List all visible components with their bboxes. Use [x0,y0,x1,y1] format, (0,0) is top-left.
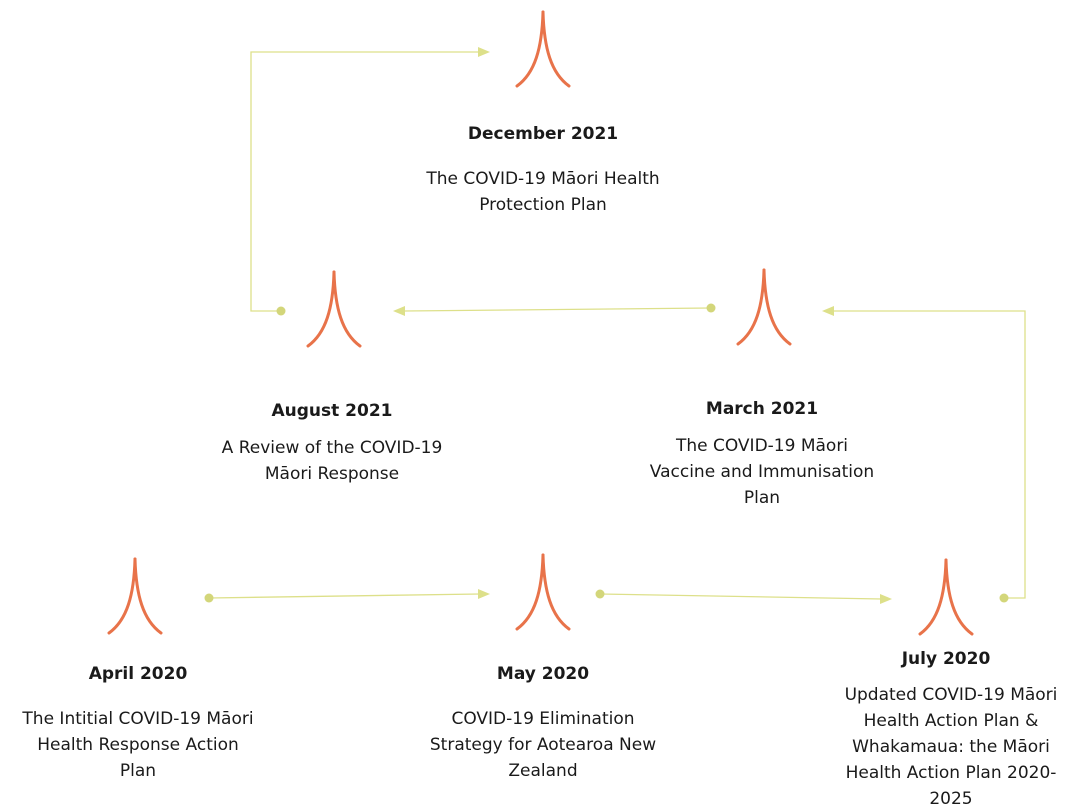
description-line: Strategy for Aotearoa New [429,735,657,755]
connector-arrowhead [478,589,490,599]
connector-start-dot [595,589,605,599]
connector-start-dot [706,303,716,313]
node-description-may-2020: COVID-19 Elimination Strategy for Aotear… [393,706,693,784]
description-line: Plan [743,488,781,508]
description-line: Vaccine and Immunisation [649,462,875,482]
koru-peak-icon [515,10,571,88]
node-date-march-2021: March 2021 [705,399,819,419]
description-line: Health Response Action [37,735,239,755]
description-line: Māori Response [264,464,400,484]
node-description-april-2020: The Intitial COVID-19 Māori Health Respo… [0,706,288,784]
connector-apr-to-may [204,589,490,603]
connector-may-to-jul [595,589,892,604]
description-line: The COVID-19 Māori [675,436,849,456]
description-line: The Intitial COVID-19 Māori [22,709,254,729]
koru-peak-icon [515,553,571,631]
koru-peak-icon [736,268,792,346]
node-description-march-2021: The COVID-19 Māori Vaccine and Immunisat… [612,433,912,511]
node-date-april-2020: April 2020 [88,664,188,684]
connector-arrowhead [393,306,405,316]
connector-arrowhead [822,306,834,316]
connector-start-dot [276,306,286,316]
description-line: 2025 [929,789,973,809]
description-line: A Review of the COVID-19 [221,438,443,458]
description-line: Protection Plan [479,195,607,215]
connector-mar-to-aug [393,303,716,316]
connector-arrowhead [478,47,490,57]
description-line: Health Action Plan & [863,711,1039,731]
description-line: Whakamaua: the Māori [852,737,1050,757]
connector-aug-to-dec [250,47,490,316]
node-date-december-2021: December 2021 [467,124,619,144]
description-line: Zealand [508,761,578,781]
description-line: COVID-19 Elimination [451,709,635,729]
description-line: Health Action Plan 2020- [845,763,1057,783]
node-date-may-2020: May 2020 [496,664,590,684]
connector-jul-to-mar [822,306,1026,603]
description-line: Plan [119,761,157,781]
connector-arrowhead [880,594,892,604]
koru-peak-icon [107,557,163,635]
description-line: The COVID-19 Māori Health [426,169,660,189]
node-description-july-2020: Updated COVID-19 Māori Health Action Pla… [836,682,1066,812]
koru-peak-icon [306,270,362,348]
node-date-august-2021: August 2021 [271,401,393,421]
connector-start-dot [999,593,1009,603]
koru-peak-icon [918,558,974,636]
connector-start-dot [204,593,214,603]
description-line: Updated COVID-19 Māori [844,685,1058,705]
node-description-august-2021: A Review of the COVID-19 Māori Response [182,435,482,487]
node-description-december-2021: The COVID-19 Māori Health Protection Pla… [393,166,693,218]
node-date-july-2020: July 2020 [901,649,991,669]
